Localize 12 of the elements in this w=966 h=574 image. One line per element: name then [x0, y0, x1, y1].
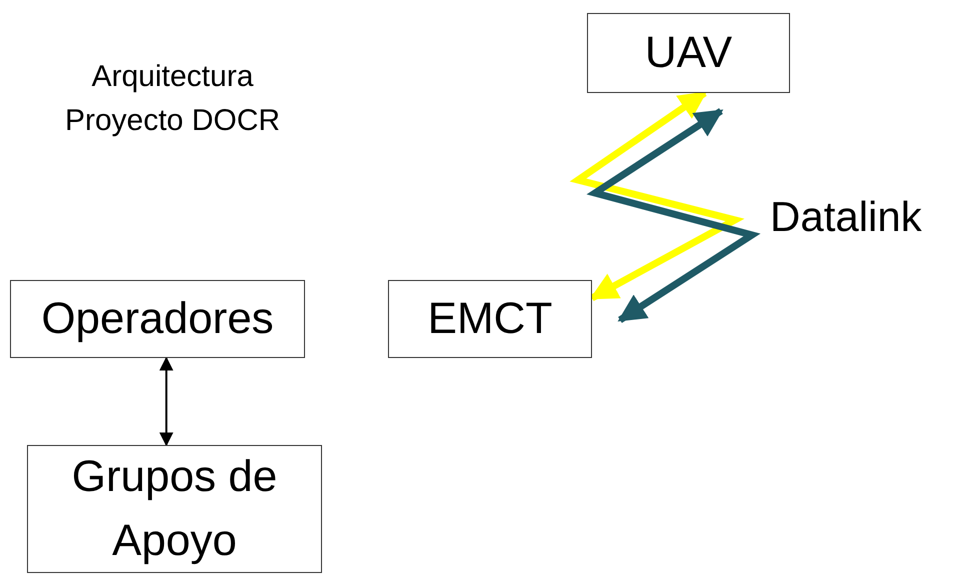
process-box: [10, 280, 305, 358]
link-label: Datalink: [770, 193, 923, 241]
arrow: [586, 108, 761, 323]
arrow: [159, 356, 174, 446]
node-label: Grupos de Apoyo: [70, 451, 278, 567]
process-box: [587, 13, 790, 93]
node-label: UAV: [644, 27, 732, 80]
node-label: EMCT: [428, 293, 552, 346]
node-label: Operadores: [41, 293, 274, 346]
diagram-title: Arquitectura Proyecto DOCR: [64, 59, 282, 138]
process-box: [388, 280, 592, 358]
process-box: [27, 445, 322, 573]
